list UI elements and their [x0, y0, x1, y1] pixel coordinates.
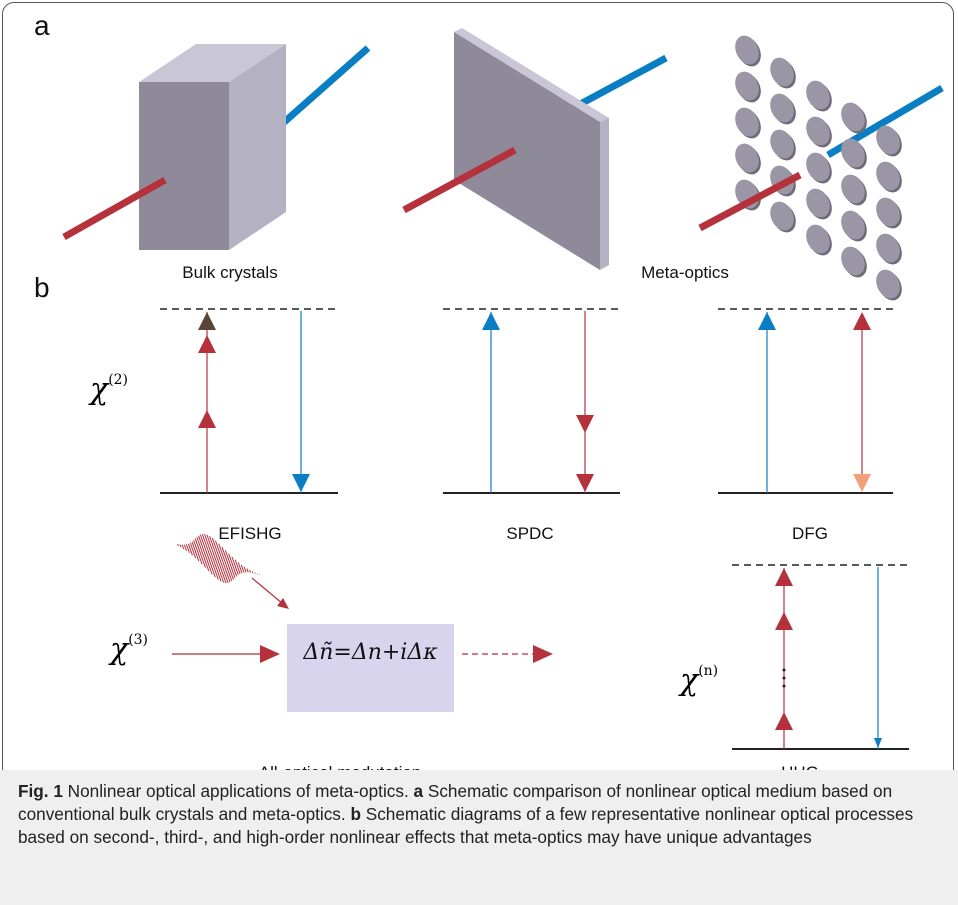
- meta-atom: [841, 138, 865, 168]
- dfg-diagram: [718, 308, 893, 494]
- panel-label-a: a: [34, 10, 50, 41]
- meta-atom: [841, 102, 865, 132]
- meta-atom: [735, 71, 759, 101]
- meta-atom: [735, 107, 759, 137]
- meta-optics-label: Meta-optics: [641, 263, 729, 282]
- thin-slab-illustration: [402, 28, 668, 270]
- meta-atom: [876, 269, 900, 299]
- efishg-label: EFISHG: [218, 524, 282, 543]
- cube-top: [139, 44, 286, 82]
- cube-side: [229, 44, 286, 250]
- slab-top: [454, 28, 609, 122]
- meta-atom: [841, 174, 865, 204]
- caption-b-text: Schematic diagrams of a few representati…: [18, 804, 914, 847]
- chi3-label: χ(3): [110, 632, 149, 667]
- chin-label: χ(n): [680, 663, 719, 698]
- bulk-crystal-illustration: [62, 44, 371, 250]
- meta-atom: [806, 80, 830, 110]
- meta-atom: [806, 152, 830, 182]
- cube-front: [139, 82, 229, 250]
- caption-a-marker: a: [413, 781, 424, 801]
- light-pulse-icon: [177, 533, 261, 584]
- caption-text: Fig. 1 Nonlinear optical applications of…: [18, 780, 943, 849]
- meta-atom: [876, 161, 900, 191]
- panel-label-b: b: [34, 272, 50, 303]
- meta-atom: [876, 233, 900, 263]
- modulator-box: [287, 624, 454, 712]
- spdc-label: SPDC: [506, 524, 554, 543]
- meta-atom: [876, 197, 900, 227]
- meta-atom: [735, 35, 759, 65]
- caption-title: Nonlinear optical applications of meta-o…: [62, 781, 414, 801]
- caption-a-text: Schematic comparison of nonlinear optica…: [18, 781, 893, 824]
- meta-atom: [806, 224, 830, 254]
- meta-atom: [876, 125, 900, 155]
- hhg-diagram: [732, 564, 909, 750]
- meta-atom: [770, 201, 794, 231]
- meta-optics-illustration: [698, 35, 944, 301]
- meta-atom: [770, 93, 794, 123]
- chi2-label: χ(2): [90, 372, 129, 407]
- caption-b-marker: b: [350, 804, 361, 824]
- meta-atom: [841, 246, 865, 276]
- meta-atom: [735, 143, 759, 173]
- red-beam-in-bulk: [62, 176, 167, 241]
- meta-atom: [806, 188, 830, 218]
- meta-atom: [770, 57, 794, 87]
- efishg-diagram: [160, 308, 338, 494]
- spdc-diagram: [443, 308, 620, 494]
- red-beam-in-slab: [402, 146, 517, 214]
- meta-atom: [806, 116, 830, 146]
- caption-fig-number: Fig. 1: [18, 781, 63, 801]
- slab-edge: [600, 118, 609, 270]
- meta-atom: [770, 129, 794, 159]
- figure-caption: Fig. 1 Nonlinear optical applications of…: [0, 770, 958, 905]
- dfg-label: DFG: [792, 524, 828, 543]
- red-beam-in-meta: [698, 171, 802, 232]
- all-optical-modulation-diagram: [172, 533, 553, 712]
- slab-face: [454, 32, 600, 270]
- refractive-index-formula: Δñ=Δn+iΔκ: [303, 640, 438, 665]
- bulk-crystals-label: Bulk crystals: [182, 263, 278, 282]
- meta-atom: [841, 210, 865, 240]
